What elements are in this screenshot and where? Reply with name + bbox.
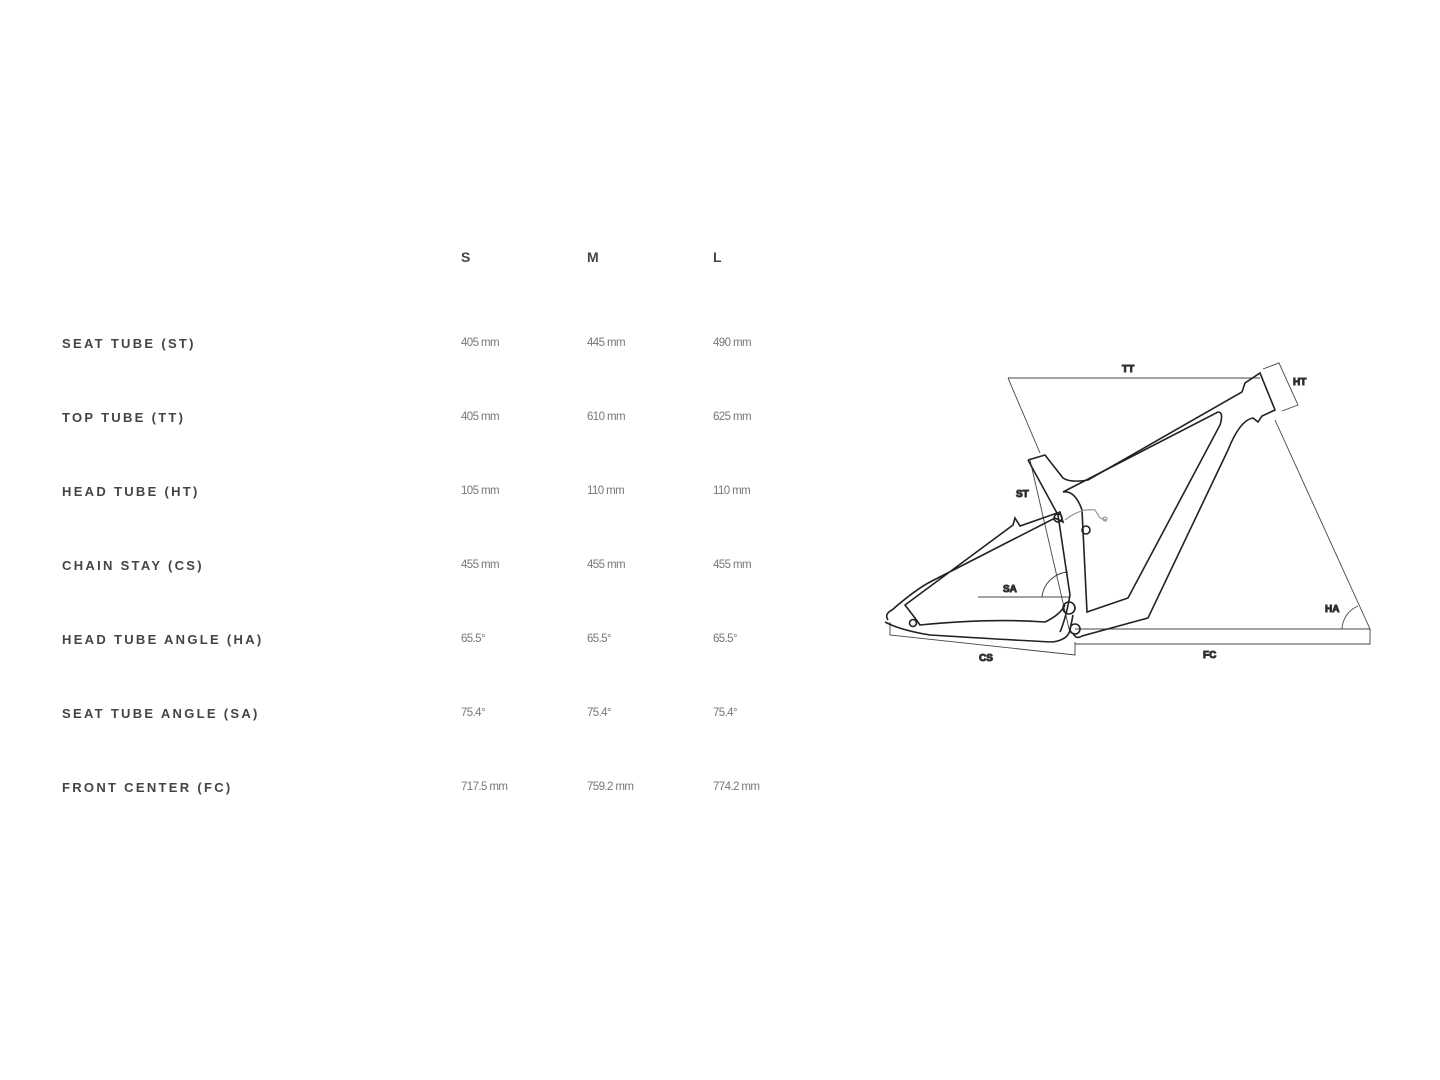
row-value-s: 405 mm [461,411,500,423]
row-value-s: 717.5 mm [461,781,508,793]
fc-bracket [1075,628,1371,645]
row-value-s: 65.5° [461,633,486,645]
row-value-l: 65.5° [713,633,738,645]
row-value-s: 75.4° [461,707,486,719]
ht-bracket [1262,362,1299,412]
pivot [1053,513,1063,523]
row-value-l: 774.2 mm [713,781,760,793]
row-value-m: 610 mm [587,411,626,423]
row-value-l: 75.4° [713,707,738,719]
label-sa: SA [1003,584,1017,595]
sa-arc [1041,571,1069,598]
row-label: CHAIN STAY (CS) [62,558,204,573]
row-value-m: 65.5° [587,633,612,645]
label-fc: FC [1203,650,1216,661]
row-value-m: 110 mm [587,485,625,497]
row-label: TOP TUBE (TT) [62,410,186,425]
ha-arc [1341,605,1359,630]
size-header-l: L [713,249,722,265]
shock [1064,509,1108,522]
row-value-m: 759.2 mm [587,781,634,793]
dropout-pivot [908,618,918,628]
label-ht: HT [1293,377,1306,388]
row-value-l: 110 mm [713,485,751,497]
size-header-m: M [587,249,599,265]
size-header-s: S [461,249,471,265]
row-value-l: 455 mm [713,559,752,571]
row-label: HEAD TUBE (HT) [62,484,200,499]
row-label: SEAT TUBE ANGLE (SA) [62,706,260,721]
frame-geometry-diagram: TT HT ST SA HA CS FC [884,362,1371,665]
row-label: SEAT TUBE (ST) [62,336,196,351]
row-value-s: 405 mm [461,337,500,349]
row-value-m: 75.4° [587,707,612,719]
st-line [1029,459,1071,634]
row-value-l: 490 mm [713,337,752,349]
row-value-m: 455 mm [587,559,626,571]
row-label: HEAD TUBE ANGLE (HA) [62,632,264,647]
row-value-l: 625 mm [713,411,752,423]
bb-pivot [1069,623,1081,635]
cs-bracket [889,622,1076,656]
measurement-lines [889,362,1371,656]
main-pivot [1062,601,1076,615]
label-cs: CS [979,653,993,664]
st-line-upper [1007,377,1041,454]
frame-outline [884,371,1277,643]
pivot [1081,525,1091,535]
label-ha: HA [1325,604,1339,615]
ha-line [1274,419,1371,630]
label-st: ST [1016,489,1029,500]
row-value-s: 455 mm [461,559,500,571]
label-tt: TT [1122,364,1134,375]
row-value-m: 445 mm [587,337,626,349]
row-label: FRONT CENTER (FC) [62,780,233,795]
row-value-s: 105 mm [461,485,500,497]
